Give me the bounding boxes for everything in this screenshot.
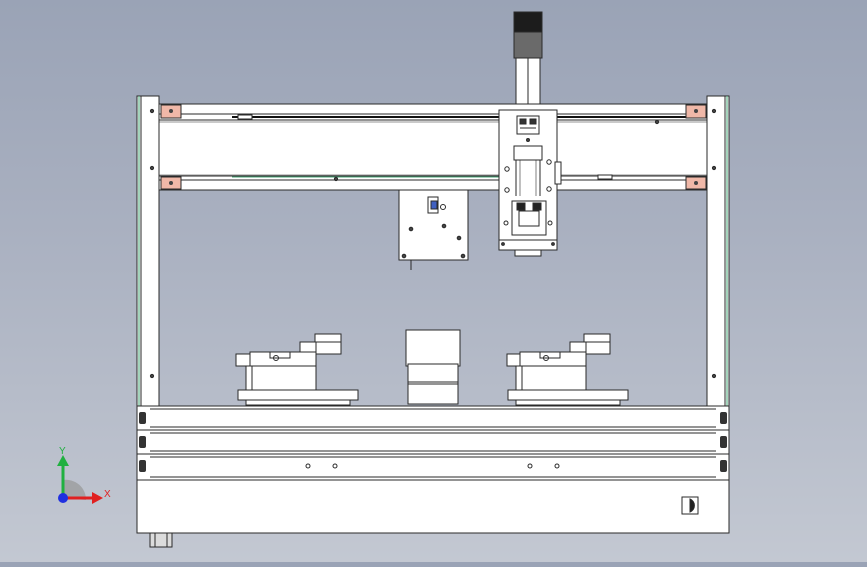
right-frame-column	[706, 95, 730, 407]
left-frame-column	[136, 95, 160, 407]
left-workstation-fixture	[235, 333, 359, 406]
x-axis-label: X	[104, 489, 111, 500]
triad-plane-indicator	[63, 479, 87, 500]
z-axis-dot	[58, 493, 68, 503]
z-axis-motor	[513, 11, 543, 107]
center-tower	[405, 329, 461, 405]
coordinate-triad: Y X	[57, 446, 111, 504]
z-axis-carriage	[498, 109, 562, 257]
x-axis-gantry-beam	[158, 103, 708, 191]
right-workstation-fixture	[506, 333, 629, 406]
base-extrusion-rails	[136, 405, 730, 481]
base-cabinet	[136, 479, 730, 548]
hanging-control-box	[398, 189, 469, 270]
y-axis-label: Y	[59, 446, 66, 457]
